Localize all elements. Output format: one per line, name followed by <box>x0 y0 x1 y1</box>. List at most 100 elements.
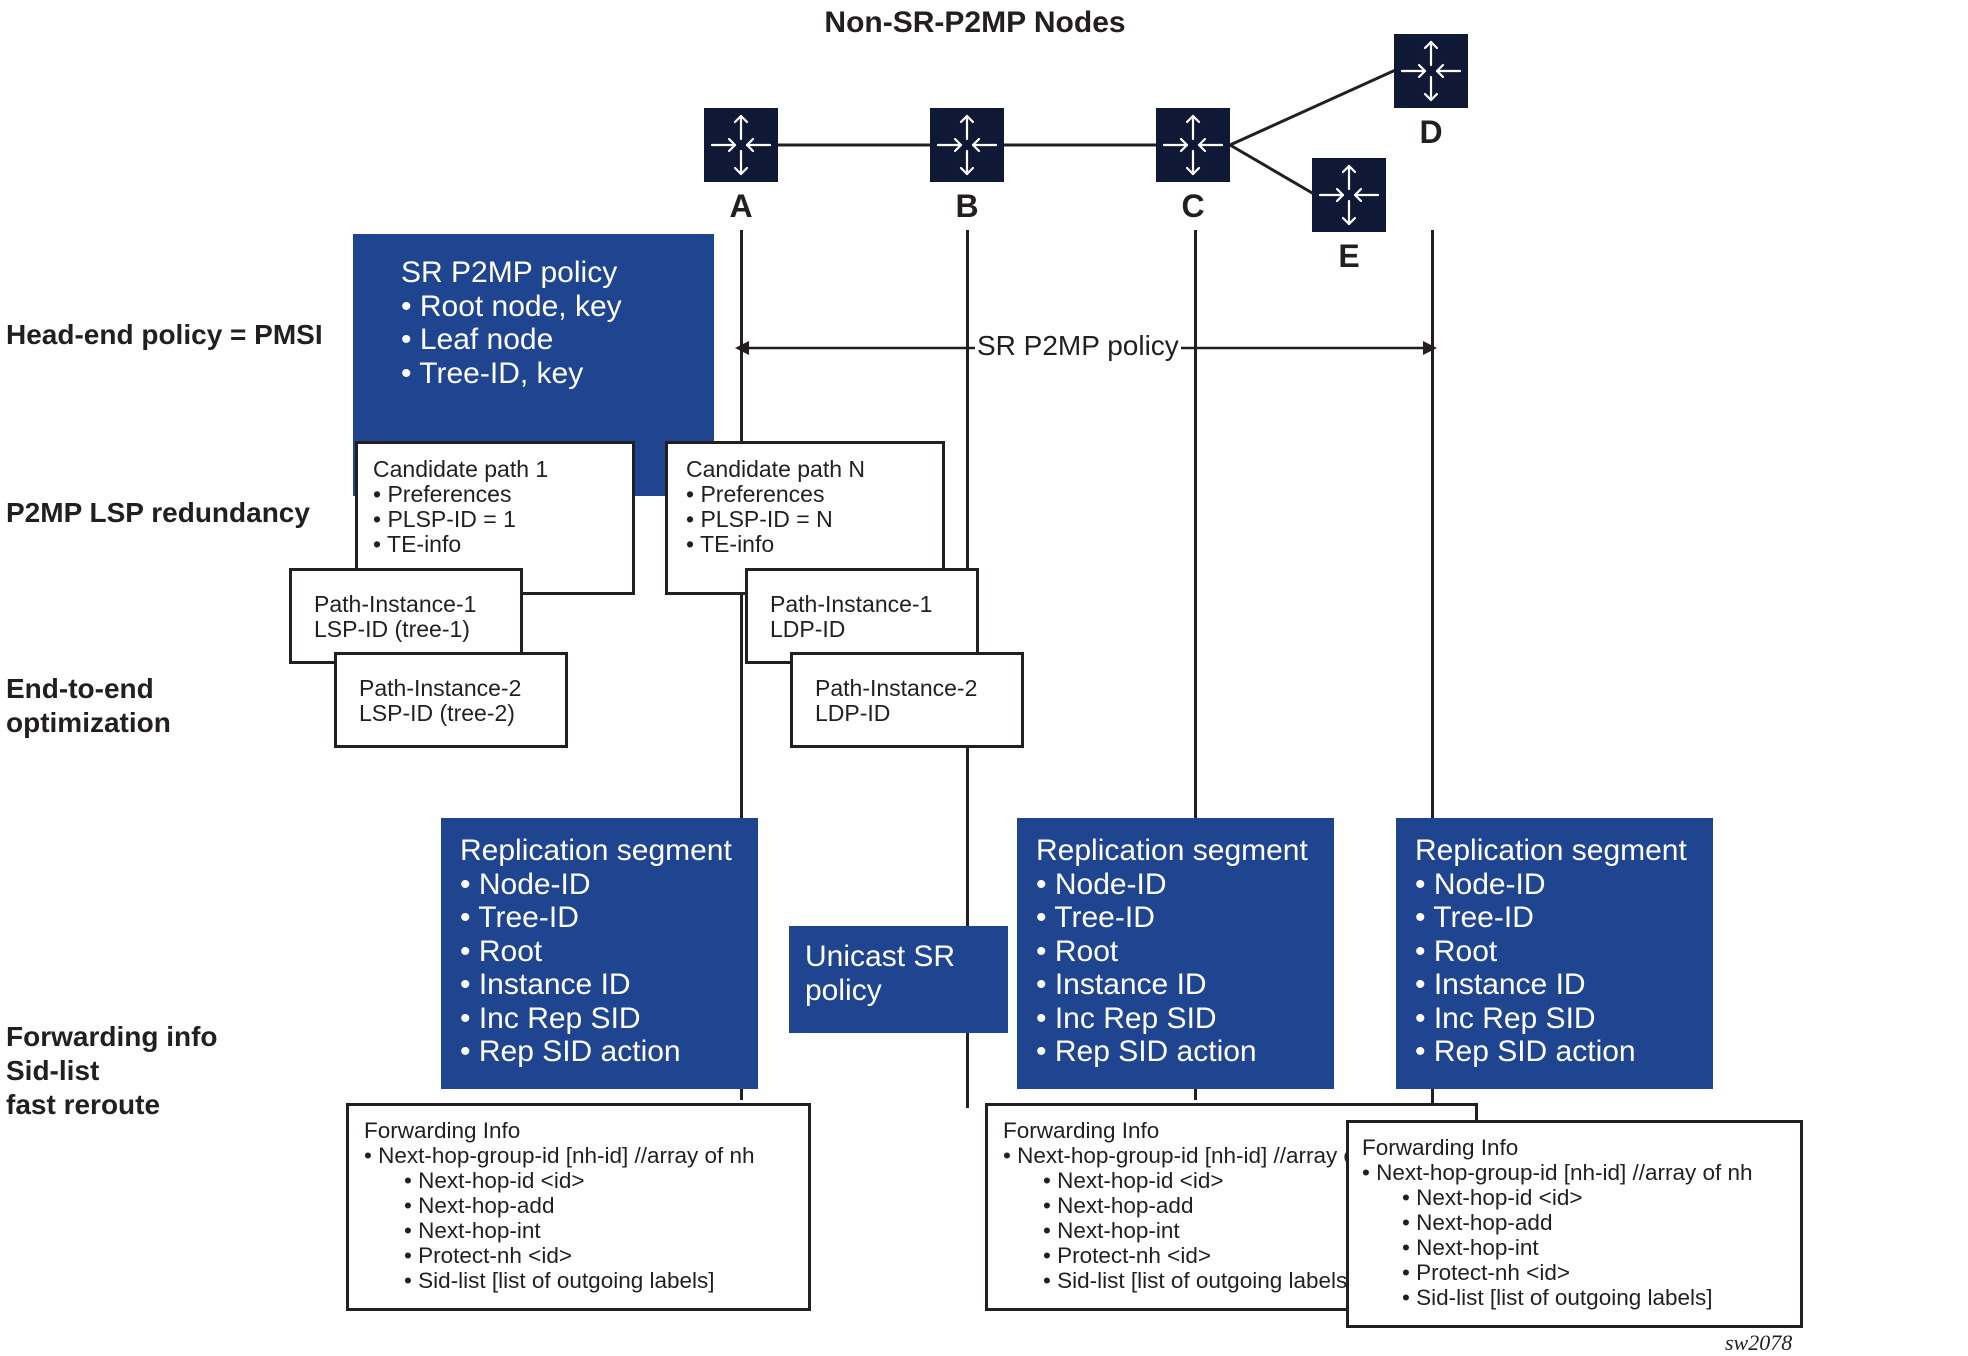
path-instance-line: LDP-ID <box>770 616 846 642</box>
unicast-sr-policy-line: policy <box>805 973 882 1007</box>
diagram-title: Non-SR-P2MP Nodes <box>824 6 1126 39</box>
router-icon <box>1162 114 1224 176</box>
forwarding-info-group: • Next-hop-group-id [nh-id] //array of n… <box>1003 1143 1394 1168</box>
replication-segment-c: Replication segment • Node-ID • Tree-ID … <box>1017 818 1334 1089</box>
replication-segment-item: • Node-ID <box>1036 867 1167 901</box>
path-instance-line: LDP-ID <box>815 700 891 726</box>
path-instance-line: Path-Instance-1 <box>770 591 933 617</box>
row-label-forwarding: Forwarding info Sid-list fast reroute <box>6 1020 218 1122</box>
forwarding-info-item: • Next-hop-int <box>1402 1235 1539 1260</box>
forwarding-info-group: • Next-hop-group-id [nh-id] //array of n… <box>364 1143 755 1168</box>
lifeline-d-lower <box>1431 1080 1434 1120</box>
sr-p2mp-policy-item: • Leaf node <box>401 323 554 356</box>
path-instance-left-1: Path-Instance-1 LSP-ID (tree-1) <box>289 568 523 664</box>
replication-segment-item: • Rep SID action <box>460 1035 681 1068</box>
router-d <box>1394 34 1468 108</box>
path-instance-line: Path-Instance-2 <box>815 675 978 701</box>
replication-segment-item: • Node-ID <box>1415 867 1546 901</box>
replication-segment-title: Replication segment <box>460 834 732 867</box>
candidate-path-n-line: • TE-info <box>686 531 775 557</box>
forwarding-info-item: • Sid-list [list of outgoing labels] <box>1402 1285 1713 1310</box>
replication-segment-a: Replication segment • Node-ID • Tree-ID … <box>441 818 758 1089</box>
lifeline-a-lower <box>740 1080 743 1100</box>
path-instance-line: Path-Instance-1 <box>314 591 477 617</box>
candidate-path-1-line: • TE-info <box>373 531 462 557</box>
router-icon <box>1318 164 1380 226</box>
path-instance-right-2: Path-Instance-2 LDP-ID <box>790 652 1024 748</box>
row-label-head-end: Head-end policy = PMSI <box>6 319 323 350</box>
forwarding-info-title: Forwarding Info <box>364 1118 521 1143</box>
node-label-a: A <box>729 188 753 224</box>
forwarding-info-item: • Next-hop-add <box>1043 1193 1194 1218</box>
row-label-e2e-line2: optimization <box>6 707 171 738</box>
replication-segment-item: • Instance ID <box>1415 968 1586 1001</box>
replication-segment-item: • Rep SID action <box>1415 1035 1636 1068</box>
router-b <box>930 108 1004 182</box>
router-icon <box>1400 40 1462 102</box>
sr-p2mp-policy-item: • Tree-ID, key <box>401 356 584 390</box>
candidate-path-1-line: • Preferences <box>373 481 512 507</box>
link-c-e <box>1229 143 1315 196</box>
router-icon <box>936 114 998 176</box>
router-a <box>704 108 778 182</box>
candidate-path-n-line: Candidate path N <box>686 456 866 482</box>
row-label-fwd-line2: Sid-list <box>6 1055 100 1086</box>
forwarding-info-item: • Next-hop-add <box>404 1193 555 1218</box>
unicast-sr-policy-line: Unicast SR <box>805 940 956 973</box>
replication-segment-item: • Instance ID <box>460 968 631 1001</box>
candidate-path-n-line: • Preferences <box>686 481 825 507</box>
replication-segment-item: • Inc Rep SID <box>460 1001 641 1035</box>
candidate-path-n-line: • PLSP-ID = N <box>686 506 833 532</box>
lifeline-c-lower <box>1194 1080 1197 1100</box>
forwarding-info-item: • Protect-nh <id> <box>1043 1243 1211 1268</box>
forwarding-info-item: • Next-hop-add <box>1402 1210 1553 1235</box>
forwarding-info-item: • Sid-list [list of outgoing labels] <box>404 1268 715 1293</box>
row-label-redundancy: P2MP LSP redundancy <box>6 497 310 528</box>
replication-segment-item: • Root <box>1415 934 1498 968</box>
path-instance-line: LSP-ID (tree-1) <box>314 616 470 642</box>
lifeline-c <box>1194 230 1197 828</box>
path-instance-left-2: Path-Instance-2 LSP-ID (tree-2) <box>334 652 568 748</box>
row-label-e2e-line1: End-to-end <box>6 673 154 704</box>
row-label-e2e: End-to-end optimization <box>6 672 171 740</box>
path-instance-line: LSP-ID (tree-2) <box>359 700 515 726</box>
policy-arrow-label: SR P2MP policy <box>975 330 1181 362</box>
sr-p2mp-policy-item: • Root node, key <box>401 289 622 323</box>
node-label-c: C <box>1181 188 1205 224</box>
replication-segment-d: Replication segment • Node-ID • Tree-ID … <box>1396 818 1713 1089</box>
forwarding-info-item: • Next-hop-id <id> <box>1043 1168 1224 1193</box>
forwarding-info-item: • Protect-nh <id> <box>404 1243 572 1268</box>
forwarding-info-item: • Sid-list [list of outgoing labels] <box>1043 1268 1354 1293</box>
candidate-path-1-line: Candidate path 1 <box>373 456 549 482</box>
forwarding-info-group: • Next-hop-group-id [nh-id] //array of n… <box>1362 1160 1753 1185</box>
replication-segment-item: • Root <box>1036 934 1119 968</box>
replication-segment-title: Replication segment <box>1036 834 1308 867</box>
replication-segment-item: • Inc Rep SID <box>1036 1001 1217 1035</box>
replication-segment-item: • Rep SID action <box>1036 1035 1257 1068</box>
router-e <box>1312 158 1386 232</box>
path-instance-line: Path-Instance-2 <box>359 675 522 701</box>
lifeline-d <box>1431 230 1434 828</box>
replication-segment-item: • Inc Rep SID <box>1415 1001 1596 1035</box>
router-c <box>1156 108 1230 182</box>
forwarding-info-item: • Protect-nh <id> <box>1402 1260 1570 1285</box>
forwarding-info-title: Forwarding Info <box>1003 1118 1160 1143</box>
unicast-sr-policy-box: Unicast SR policy <box>789 926 1008 1033</box>
forwarding-info-item: • Next-hop-int <box>404 1218 541 1243</box>
forwarding-info-item: • Next-hop-id <id> <box>1402 1185 1583 1210</box>
row-label-fwd-line1: Forwarding info <box>6 1021 218 1052</box>
replication-segment-item: • Tree-ID <box>1036 901 1155 934</box>
replication-segment-title: Replication segment <box>1415 834 1687 867</box>
forwarding-info-item: • Next-hop-int <box>1043 1218 1180 1243</box>
replication-segment-item: • Root <box>460 934 543 968</box>
replication-segment-item: • Node-ID <box>460 867 591 901</box>
replication-segment-item: • Tree-ID <box>1415 901 1534 934</box>
path-instance-right-1: Path-Instance-1 LDP-ID <box>745 568 979 664</box>
forwarding-info-d: Forwarding Info • Next-hop-group-id [nh-… <box>1346 1120 1803 1328</box>
forwarding-info-item: • Next-hop-id <id> <box>404 1168 585 1193</box>
figure-id: sw2078 <box>1725 1330 1793 1355</box>
replication-segment-item: • Tree-ID <box>460 901 579 934</box>
node-label-d: D <box>1419 114 1443 150</box>
node-label-e: E <box>1338 238 1360 274</box>
node-label-b: B <box>955 188 979 224</box>
